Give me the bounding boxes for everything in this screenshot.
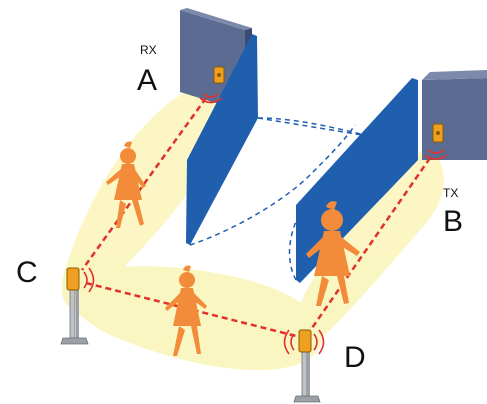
point-c-label: C [16,256,38,289]
signal-waves-icon [199,93,223,104]
left-glass-panel [186,34,258,245]
point-b-label: B [443,205,463,238]
sensor-post-c [60,267,95,345]
zone-b-d [294,150,444,343]
tx-label: TX [443,186,458,200]
tx-wall-block [422,70,487,160]
person-icon [165,265,207,356]
signal-waves-icon [283,329,295,355]
signal-waves-icon [424,149,448,160]
point-d-label: D [344,341,366,374]
sensor-post-d [283,329,325,403]
sensor-post-icon [69,289,76,339]
rx-label: RX [140,43,157,57]
tx-sensor [424,123,448,160]
sensor-icon [298,329,312,353]
sensor-icon [66,267,80,291]
person-icon [306,201,360,306]
signal-waves-icon [83,267,95,293]
zone-a-c [61,89,227,309]
rx-sensor [199,66,225,104]
beam-b-d [310,157,432,329]
beam-a-c [80,97,208,271]
sensor-post-icon [301,351,308,397]
door-swing-arcs [189,117,406,281]
person-icon [106,141,146,228]
point-a-label: A [137,64,157,97]
